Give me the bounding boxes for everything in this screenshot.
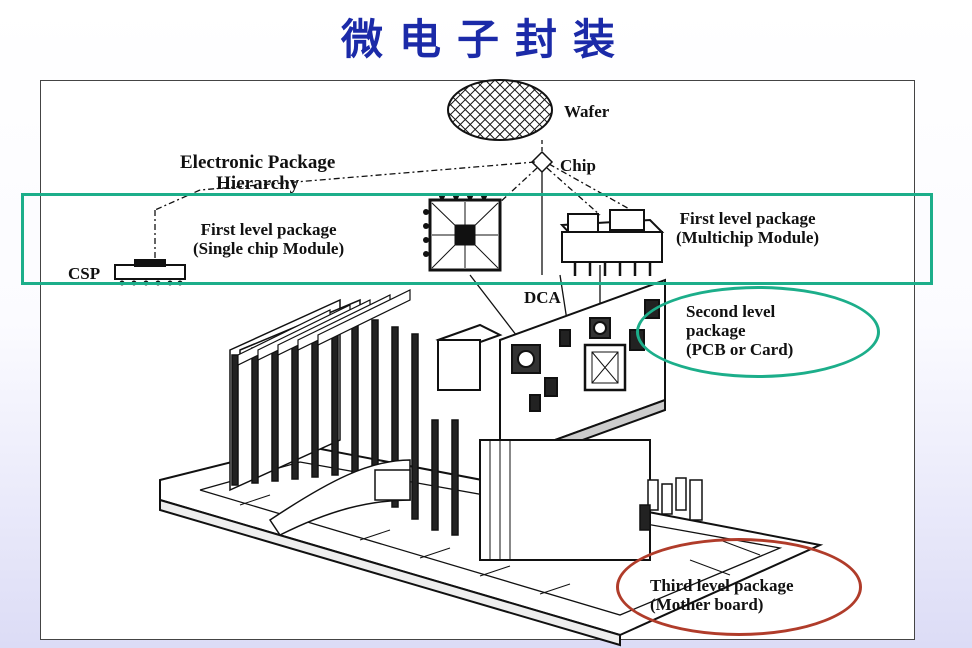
second-level-highlight-ellipse <box>636 286 880 378</box>
csp-label: CSP <box>68 264 101 283</box>
pcb-card <box>479 278 666 561</box>
second-line-1: Second level <box>686 302 776 321</box>
slide-title: 微电子封装 <box>340 15 631 64</box>
heading-line-1: Electronic Package <box>180 152 336 173</box>
third-line-2: (Mother board) <box>650 595 764 614</box>
board-components <box>639 477 703 531</box>
multichip-module <box>559 209 665 276</box>
dca-label: DCA <box>524 288 561 307</box>
first-single-line-2: (Single chip Module) <box>193 239 345 258</box>
second-line-2: package <box>686 321 746 340</box>
single-chip-module <box>423 193 502 272</box>
heading-line-2: Hierarchy <box>216 173 300 194</box>
first-level-single-label: First level package (Single chip Module) <box>193 220 344 258</box>
card-stack <box>229 289 459 536</box>
diagram-heading: Electronic Package Hierarchy <box>180 152 335 194</box>
third-level-highlight-ellipse <box>616 538 862 636</box>
connector-block <box>435 323 503 391</box>
first-single-line-1: First level package <box>200 220 337 239</box>
first-level-highlight-box <box>21 193 933 285</box>
first-level-multi-label: First level package (Multichip Module) <box>676 209 819 247</box>
third-level-label: Third level package (Mother board) <box>650 576 794 614</box>
second-line-3: (PCB or Card) <box>686 340 794 359</box>
first-multi-line-2: (Multichip Module) <box>676 228 820 247</box>
first-multi-line-1: First level package <box>679 209 816 228</box>
wafer-label: Wafer <box>564 102 610 121</box>
ribbon-cable <box>268 459 411 536</box>
third-line-1: Third level package <box>650 576 794 595</box>
wafer-shape <box>447 79 553 141</box>
chip-label: Chip <box>560 156 596 175</box>
second-level-label: Second level package (PCB or Card) <box>686 302 793 359</box>
